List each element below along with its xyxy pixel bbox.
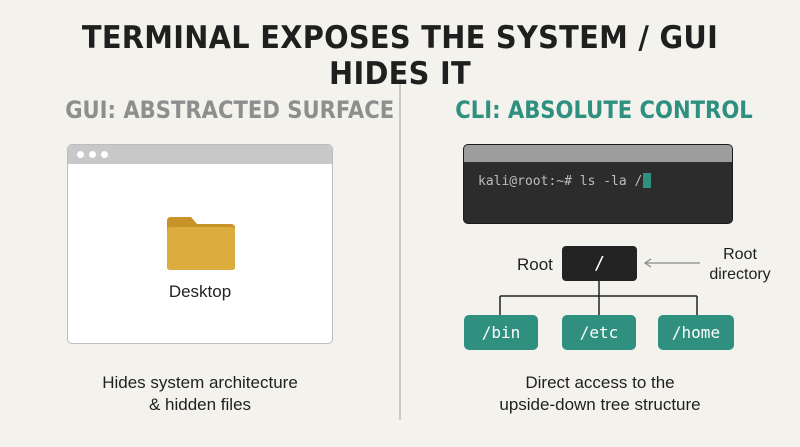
window-dot-icon xyxy=(77,151,84,158)
cli-heading: CLI: ABSOLUTE CONTROL xyxy=(455,96,753,124)
terminal-window[interactable]: kali@root:~# ls -la / xyxy=(463,144,733,224)
column-divider xyxy=(399,84,401,420)
folder-icon[interactable] xyxy=(165,215,237,271)
gui-heading: GUI: ABSTRACTED SURFACE xyxy=(65,96,395,124)
folder-label: Desktop xyxy=(168,282,232,301)
root-directory-label-line: Root xyxy=(723,246,757,263)
arrow-left-icon xyxy=(643,258,700,268)
dir-node-bin[interactable]: /bin xyxy=(464,315,538,350)
gui-caption-line: & hidden files xyxy=(148,395,252,414)
dir-node-etc[interactable]: /etc xyxy=(562,315,636,350)
cli-caption-line: Direct access to the xyxy=(525,373,675,392)
gui-caption-line: Hides system architecture xyxy=(102,373,298,392)
terminal-prompt[interactable]: kali@root:~# ls -la / xyxy=(478,173,652,189)
cli-caption-line: upside-down tree structure xyxy=(499,395,701,414)
root-directory-label: Root directory xyxy=(700,245,780,285)
terminal-titlebar xyxy=(464,145,732,162)
root-node[interactable]: / xyxy=(562,246,637,281)
window-titlebar xyxy=(68,145,332,164)
dir-node-home[interactable]: /home xyxy=(658,315,734,350)
window-dot-icon xyxy=(89,151,96,158)
cursor-icon xyxy=(643,173,652,188)
terminal-command: kali@root:~# ls -la / xyxy=(478,174,643,189)
gui-window: Desktop xyxy=(67,144,333,344)
window-dot-icon xyxy=(101,151,108,158)
root-label: Root xyxy=(517,255,553,274)
cli-caption: Direct access to the upside-down tree st… xyxy=(440,372,760,416)
root-directory-label-line: directory xyxy=(709,266,771,283)
gui-caption: Hides system architecture & hidden files xyxy=(60,372,340,416)
page-title: TERMINAL EXPOSES THE SYSTEM / GUI HIDES … xyxy=(81,20,719,92)
